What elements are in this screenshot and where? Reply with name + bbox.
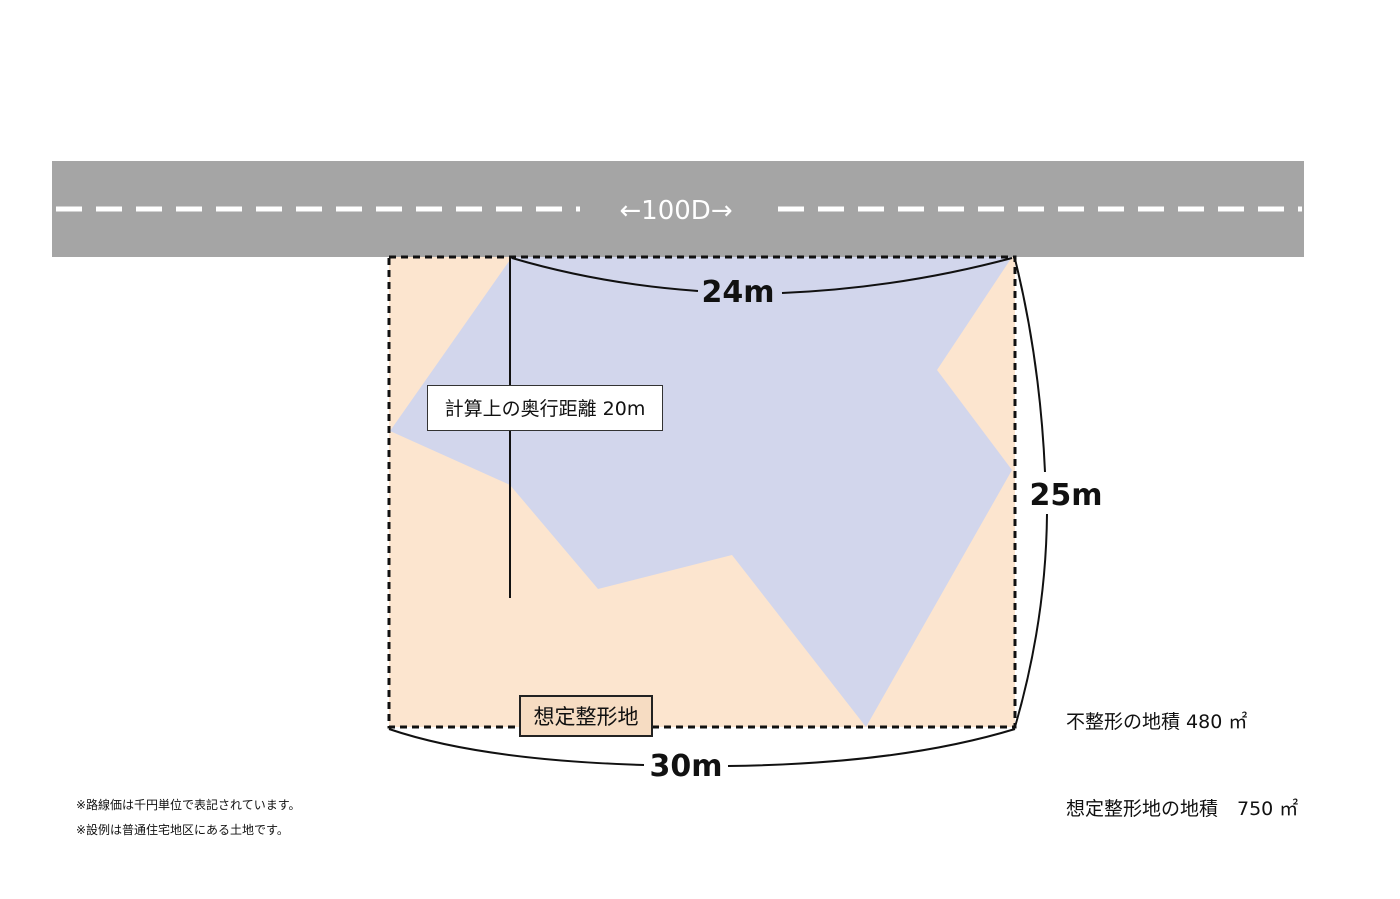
- bottom-arc-left: [388, 728, 645, 766]
- side-arc-bottom: [1014, 513, 1048, 728]
- side-arc-top: [1014, 258, 1046, 473]
- assumed-lot-label: 想定整形地: [519, 695, 653, 737]
- assumed-area-text: 想定整形地の地積 750 ㎡: [1066, 798, 1299, 820]
- assumed-lot-outline: [387, 255, 1017, 729]
- frontage-arc-left: [511, 257, 699, 292]
- footnote-route-price: ※路線価は千円単位で表記されています。: [76, 798, 301, 812]
- bottom-arc-right: [727, 728, 1016, 767]
- footnotes: ※路線価は千円単位で表記されています。 ※設例は普通住宅地区にある土地です。: [76, 793, 301, 843]
- frontage-arc-right: [781, 257, 1013, 294]
- footnote-district: ※設例は普通住宅地区にある土地です。: [76, 823, 289, 837]
- bottom-dimension: 30m: [649, 749, 722, 784]
- calc-depth-label: 計算上の奥行距離 20m: [427, 385, 663, 431]
- irregular-lot-shape: [390, 257, 1012, 727]
- irregular-area-text: 不整形の地積 480 ㎡: [1066, 711, 1248, 733]
- frontage-dimension: 24m: [701, 275, 774, 310]
- side-dimension: 25m: [1029, 478, 1102, 513]
- area-summary: 不整形の地積 480 ㎡ 想定整形地の地積 750 ㎡: [1066, 650, 1298, 853]
- road-route-price-label: ←100D→: [619, 196, 732, 226]
